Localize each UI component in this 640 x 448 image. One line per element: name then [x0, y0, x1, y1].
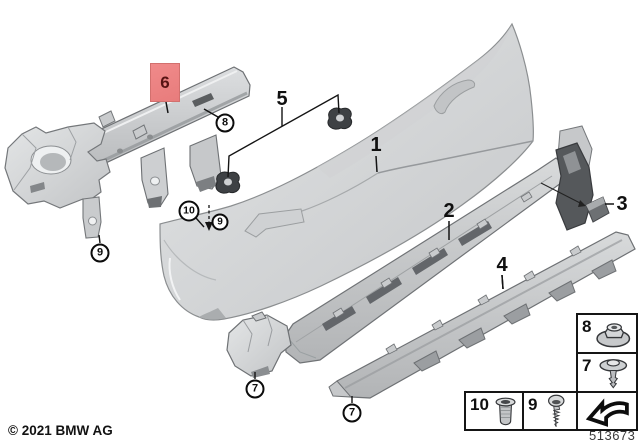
- callout-9-left[interactable]: 9: [90, 243, 110, 263]
- bumper-cover-part: [159, 22, 534, 321]
- expansion-rivet-icon: [599, 359, 628, 389]
- legend-number-9: 9: [528, 395, 538, 414]
- self-tapping-screw-icon: [548, 394, 565, 427]
- copyright-notice: © 2021 BMW AG: [8, 423, 113, 438]
- callout-1[interactable]: 1: [370, 134, 382, 156]
- tow-eye-cover-part: [540, 182, 610, 223]
- callout-7-left[interactable]: 7: [245, 379, 265, 399]
- trim-strip-part: [284, 157, 569, 364]
- legend-item-10[interactable]: 10: [464, 391, 524, 431]
- diffuser-part: [328, 231, 636, 399]
- flange-nut-icon: [596, 323, 631, 348]
- mid-bracket-part: [555, 125, 594, 231]
- page-arrow-icon: [585, 398, 629, 427]
- callout-2[interactable]: 2: [443, 200, 455, 222]
- callout-7-right[interactable]: 7: [342, 403, 362, 423]
- diagram-number: 513673: [589, 428, 636, 443]
- callout-3[interactable]: 3: [616, 193, 628, 215]
- callout-10[interactable]: 10: [178, 200, 200, 222]
- arrow-pointer: [205, 222, 213, 231]
- clip-part-right: [327, 107, 353, 130]
- legend-number-10: 10: [470, 395, 489, 414]
- callout-4[interactable]: 4: [496, 254, 508, 276]
- legend-item-8[interactable]: 8: [576, 313, 638, 354]
- callout-9-mid[interactable]: 9: [211, 213, 229, 231]
- side-guide-left-part: [226, 311, 292, 378]
- legend-item-7[interactable]: 7: [576, 352, 638, 393]
- blind-rivet-nut-icon: [495, 397, 516, 426]
- leader-lines: [98, 93, 614, 403]
- legend-number-7: 7: [582, 356, 592, 375]
- clip-part-left: [215, 171, 241, 194]
- legend-item-continue[interactable]: [576, 391, 638, 431]
- side-bracket-left-part: [4, 122, 111, 239]
- callout-5[interactable]: 5: [276, 88, 288, 110]
- legend-number-8: 8: [582, 317, 592, 336]
- callout-6-highlight[interactable]: 6: [150, 63, 180, 102]
- legend-item-9[interactable]: 9: [522, 391, 578, 431]
- callout-8[interactable]: 8: [215, 113, 235, 133]
- callout-6-label: 6: [160, 72, 170, 92]
